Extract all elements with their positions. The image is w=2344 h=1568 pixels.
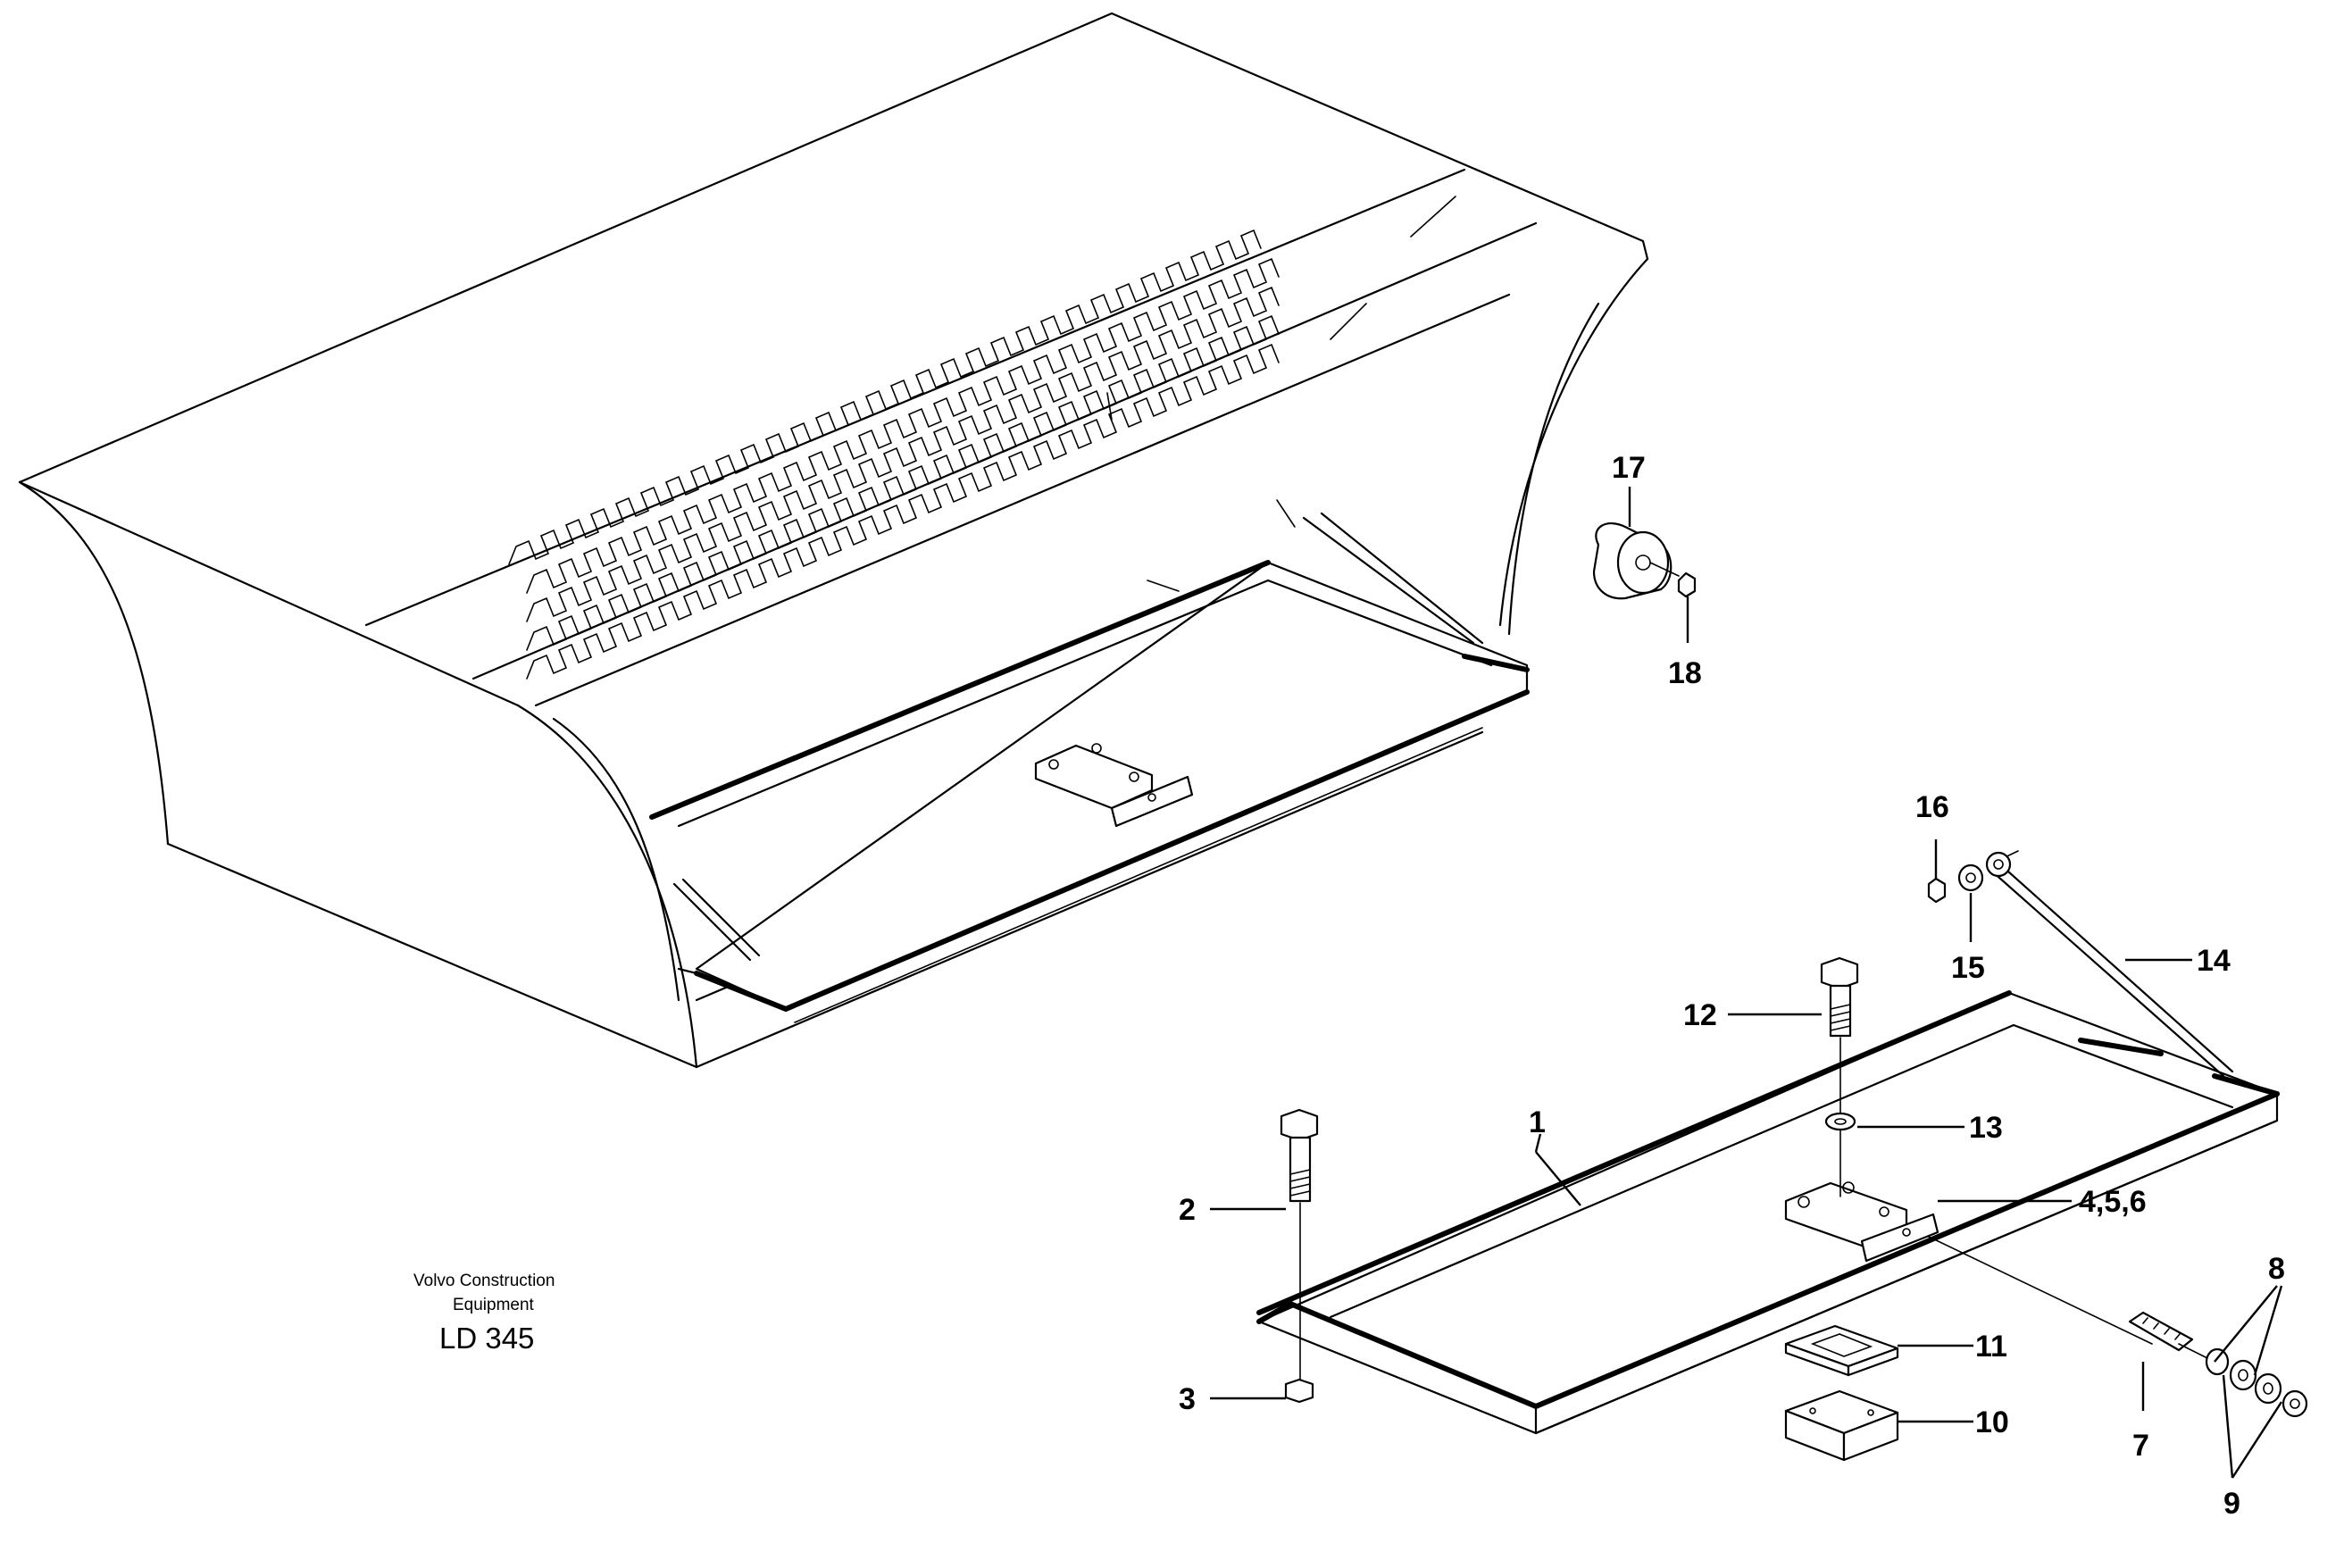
- callout-10: 10: [1975, 1405, 2009, 1439]
- callout-labels: 1 2 3 4,5,6 7 8 9 10 11 12 13 14 15 16 1…: [1179, 451, 2285, 1521]
- callout-15: 15: [1951, 951, 1985, 985]
- pad-11: [1784, 1324, 1899, 1377]
- callout-7: 7: [2132, 1429, 2149, 1463]
- callout-13: 13: [1969, 1111, 2003, 1145]
- callout-14: 14: [2197, 944, 2231, 978]
- callout-2: 2: [1179, 1193, 1196, 1227]
- callout-18: 18: [1668, 656, 1702, 690]
- callout-17: 17: [1612, 451, 1646, 485]
- leader-lines: [1210, 487, 2283, 1479]
- callout-9: 9: [2223, 1487, 2240, 1521]
- callout-12: 12: [1683, 998, 1717, 1032]
- rod-14: [1927, 850, 2234, 1078]
- pad-10: [1784, 1389, 1899, 1462]
- callout-8: 8: [2268, 1252, 2285, 1286]
- callout-16: 16: [1915, 790, 1949, 824]
- pin-7: [1928, 1236, 2308, 1418]
- callout-3: 3: [1179, 1382, 1196, 1416]
- callout-1: 1: [1529, 1105, 1546, 1139]
- bolt-12: [1820, 956, 1859, 1197]
- credit-line-2: Equipment: [453, 1296, 535, 1314]
- bracket-4-5-6: [1784, 1181, 1939, 1263]
- credit-block: Volvo Construction Equipment LD 345: [413, 1272, 555, 1355]
- figure-code: LD 345: [439, 1322, 534, 1355]
- callout-4-5-6: 4,5,6: [2079, 1185, 2147, 1219]
- tray-exploded: [1256, 990, 2280, 1435]
- credit-line-1: Volvo Construction: [413, 1272, 555, 1290]
- callout-11: 11: [1975, 1330, 2007, 1364]
- grille-pattern: [508, 229, 1280, 680]
- bushing-17: [1592, 522, 1697, 600]
- bolt-2: [1280, 1108, 1319, 1404]
- tray-installed: [649, 512, 1530, 1023]
